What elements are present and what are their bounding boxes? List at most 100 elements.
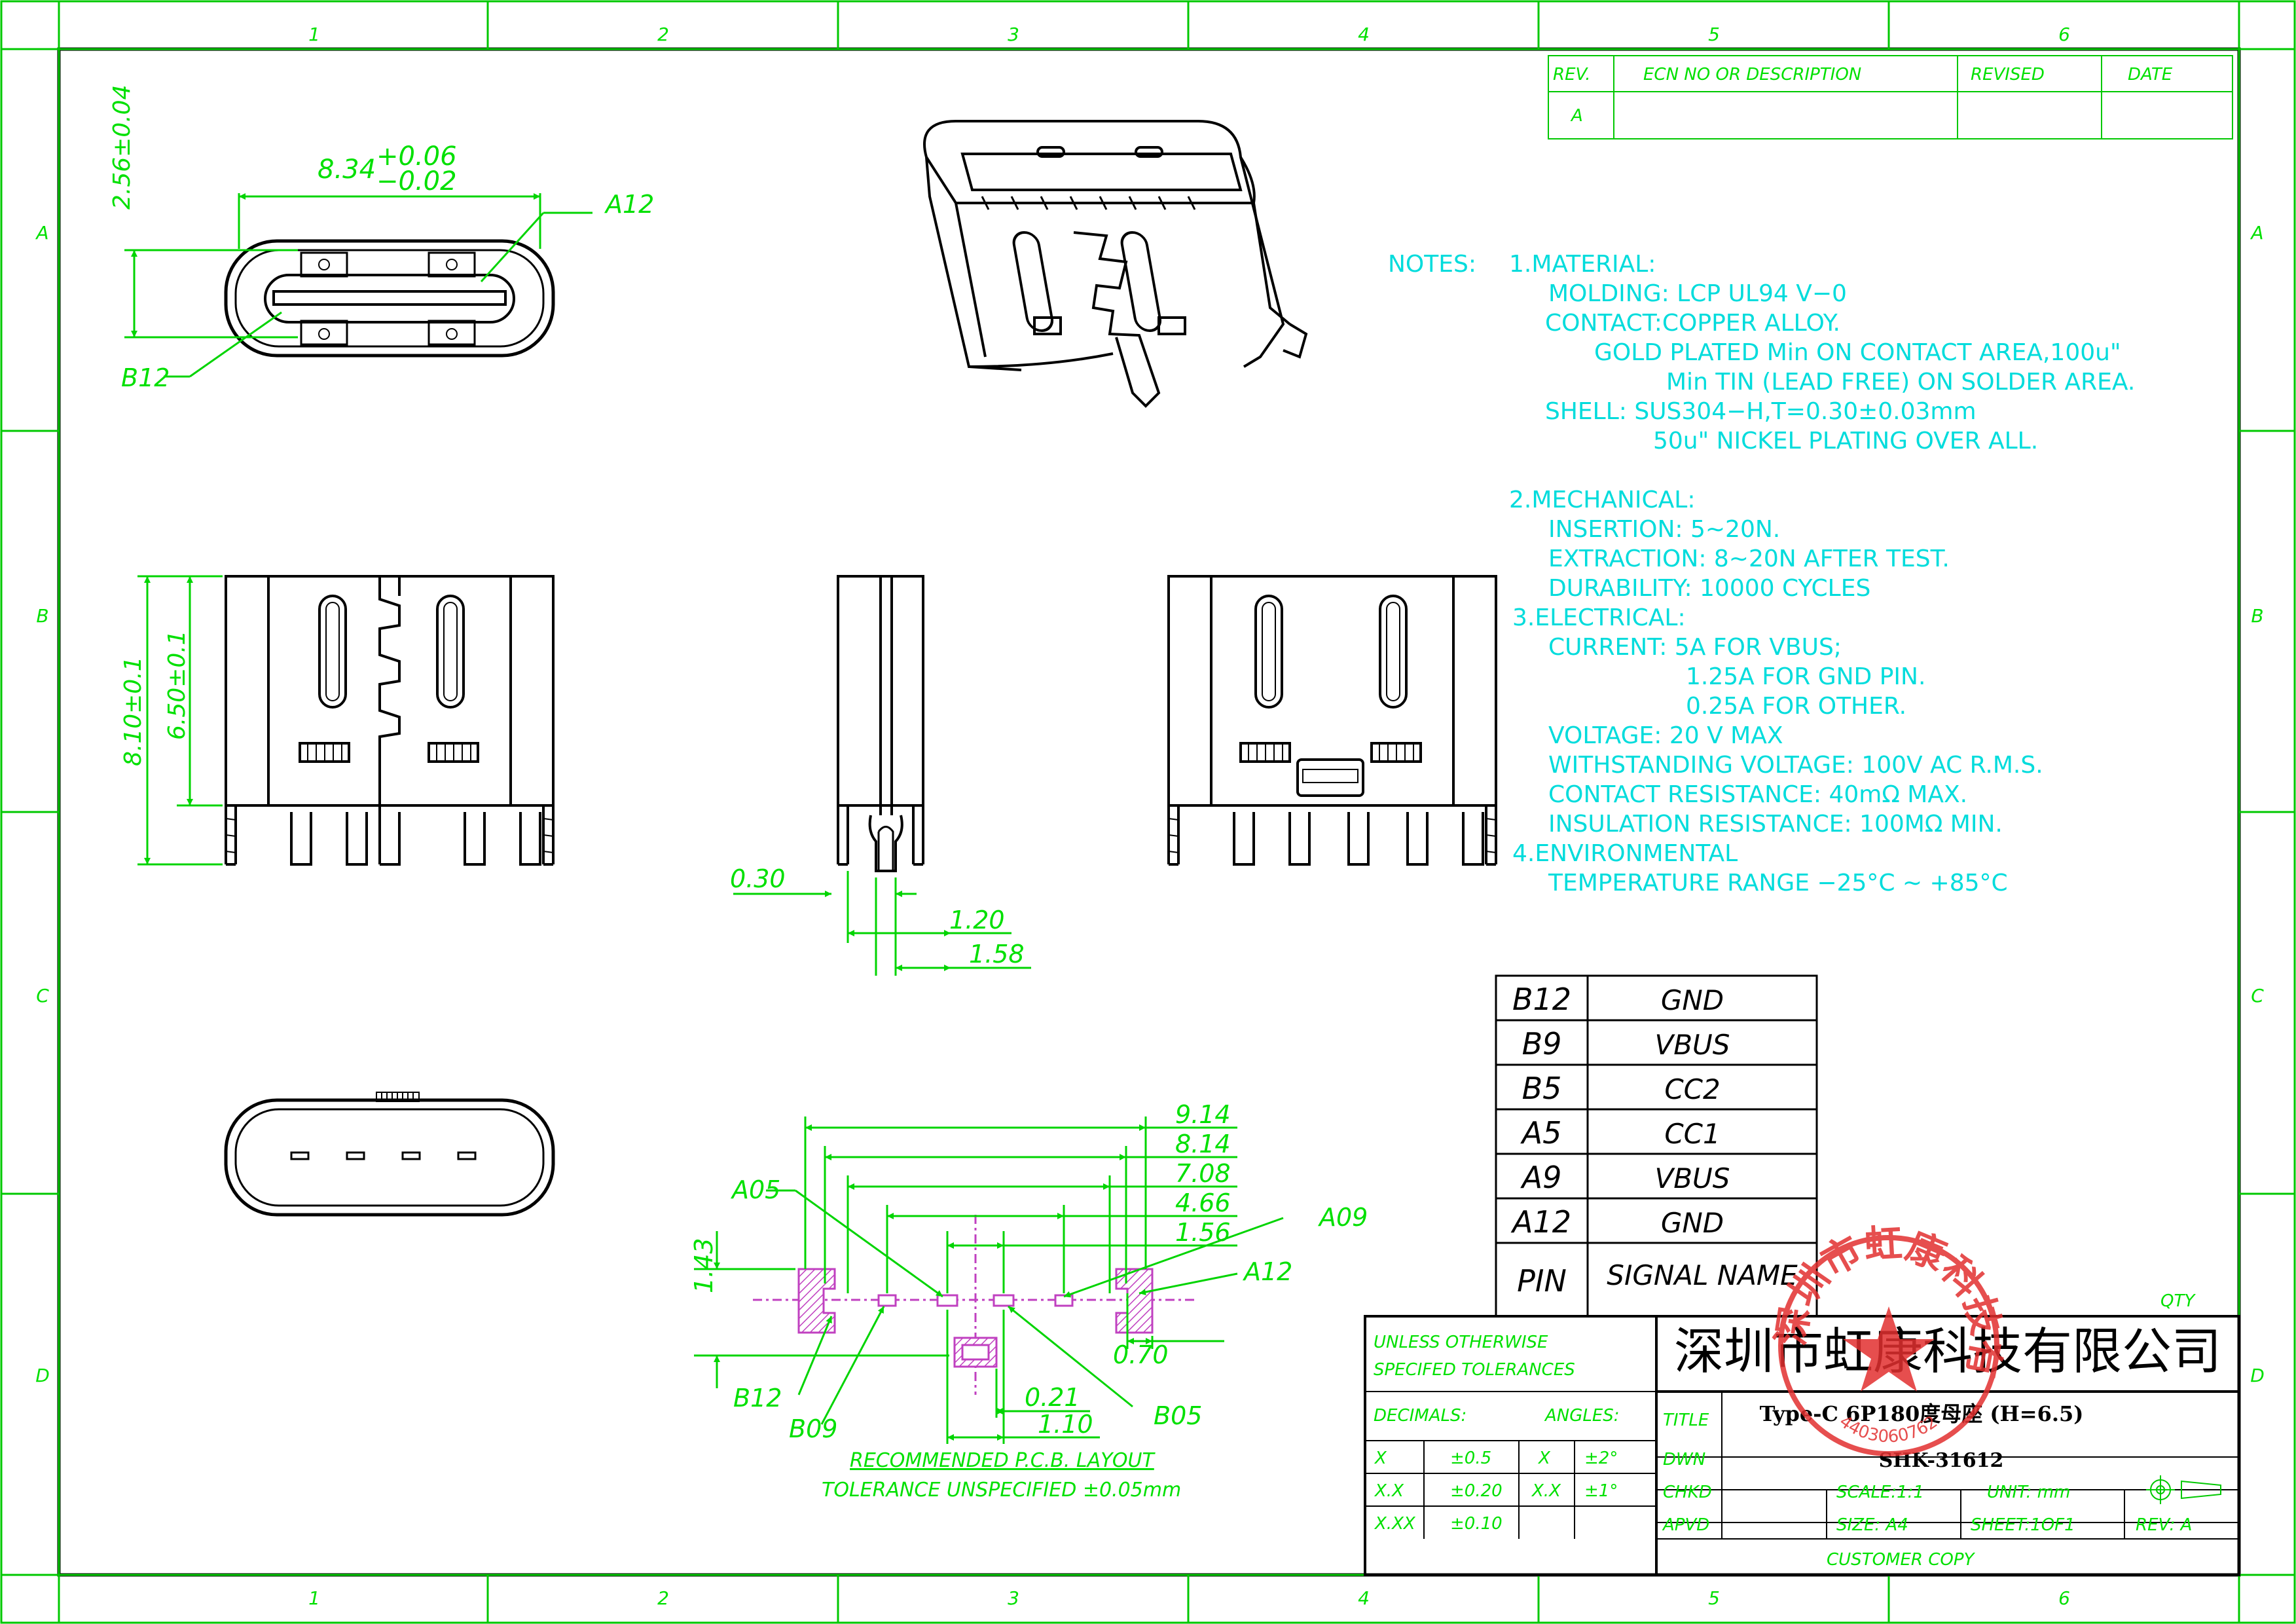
label-b09: B09 — [789, 1414, 837, 1443]
row-label-right-d: D — [2250, 1365, 2265, 1386]
note-line-7: 50u" NICKEL PLATING OVER ALL. — [1653, 428, 2038, 454]
note-line-9: INSERTION: 5∼20N. — [1548, 516, 1780, 543]
dim-height: 2.56±0.04 — [109, 85, 136, 210]
label-a09: A09 — [1317, 1203, 1368, 1232]
label-a05: A05 — [730, 1175, 780, 1204]
note-line-18: CONTACT RESISTANCE: 40mΩ MAX. — [1548, 781, 1967, 808]
col-label-top-1: 1 — [308, 24, 320, 45]
rev-header-revised: REVISED — [1971, 65, 2045, 84]
dim-708: 7.08 — [1175, 1159, 1231, 1188]
tol-angles: ANGLES: — [1544, 1406, 1620, 1426]
side-view-dims: 0.30 1.20 1.58 — [730, 864, 1031, 976]
customer-copy: CUSTOMER COPY — [1827, 1550, 1976, 1570]
note-line-15: 0.25A FOR OTHER. — [1686, 693, 1906, 720]
note-line-10: EXTRACTION: 8∼20N AFTER TEST. — [1548, 545, 1950, 572]
col-label-bottom-6: 6 — [2058, 1587, 2070, 1609]
chkd-label: CHKD — [1663, 1483, 1712, 1502]
dim-914: 9.14 — [1175, 1100, 1231, 1129]
pin-b12-label: B12 — [121, 363, 170, 392]
notes: NOTES: 1.MATERIAL: MOLDING: LCP UL94 V−0… — [1388, 251, 2135, 896]
dim-158: 1.58 — [969, 940, 1025, 969]
tol-row-3-a: X.XX — [1374, 1514, 1416, 1534]
top-view: 8.34 +0.06 −0.02 2.56±0.04 A12 B12 — [109, 85, 654, 392]
rev-header-date: DATE — [2128, 65, 2173, 84]
pin-row-6-signal: GND — [1661, 1207, 1724, 1239]
rev-header-description: ECN NO OR DESCRIPTION — [1643, 65, 1861, 84]
dim-width-tol-plus: +0.06 — [376, 141, 457, 172]
row-label-right-b: B — [2251, 605, 2263, 627]
revision-table: REV. ECN NO OR DESCRIPTION REVISED DATE … — [1548, 55, 2233, 139]
col-label-bottom-5: 5 — [1708, 1587, 1720, 1609]
rev-row-value: A — [1570, 106, 1583, 126]
pcb-layout: 9.14 8.14 7.08 4.66 1.56 1.43 0.70 — [689, 1100, 1368, 1502]
pin-row-4-pin: A5 — [1520, 1115, 1562, 1151]
note-line-3: CONTACT:COPPER ALLOY. — [1545, 310, 1840, 337]
pin-row-1-signal: GND — [1661, 984, 1724, 1016]
dim-total-height: 8.10±0.1 — [120, 656, 147, 766]
dim-120: 1.20 — [949, 906, 1005, 934]
col-label-top-3: 3 — [1008, 24, 1019, 45]
tol-row-1-c: X — [1537, 1449, 1551, 1468]
dim-width: 8.34 — [318, 155, 376, 185]
note-line-14: 1.25A FOR GND PIN. — [1686, 663, 1925, 690]
pin-row-5-signal: VBUS — [1655, 1162, 1730, 1194]
tol-row-2-b: ±0.20 — [1450, 1481, 1503, 1501]
label-b12: B12 — [733, 1384, 782, 1412]
tol-header-1: UNLESS OTHERWISE — [1374, 1333, 1548, 1352]
note-line-16: VOLTAGE: 20 V MAX — [1548, 722, 1783, 749]
col-label-bottom-2: 2 — [657, 1587, 669, 1609]
note-line-20: 4.ENVIRONMENTAL — [1512, 840, 1738, 867]
dim-110: 1.10 — [1038, 1410, 1093, 1439]
pin-row-3-signal: CC2 — [1664, 1073, 1720, 1105]
pin-row-6-pin: A12 — [1510, 1204, 1571, 1240]
pin-header-signal: SIGNAL NAME — [1607, 1259, 1798, 1291]
dim-021: 0.21 — [1025, 1383, 1080, 1412]
dim-070: 0.70 — [1113, 1340, 1169, 1369]
row-label-right-c: C — [2251, 985, 2264, 1006]
pin-row-2-pin: B9 — [1522, 1026, 1562, 1061]
col-label-bottom-4: 4 — [1358, 1587, 1370, 1609]
pcb-caption-2: TOLERANCE UNSPECIFIED ±0.05mm — [822, 1479, 1181, 1502]
pcb-caption-1: RECOMMENDED P.C.B. LAYOUT — [850, 1449, 1156, 1472]
pin-a12-label: A12 — [604, 190, 654, 219]
label-b05: B05 — [1154, 1401, 1202, 1430]
tol-row-1-a: X — [1374, 1449, 1387, 1468]
note-line-21: TEMPERATURE RANGE −25°C ∼ +85°C — [1548, 870, 2008, 896]
pin-row-1-pin: B12 — [1512, 982, 1571, 1017]
pin-header-pin: PIN — [1517, 1263, 1567, 1299]
front-view — [225, 575, 555, 866]
dim-466: 4.66 — [1175, 1189, 1231, 1217]
col-label-top-6: 6 — [2058, 24, 2070, 45]
tol-row-3-b: ±0.10 — [1450, 1514, 1503, 1534]
note-line-12: 3.ELECTRICAL: — [1512, 604, 1686, 631]
row-label-left-c: C — [36, 985, 49, 1006]
notes-header: NOTES: — [1388, 251, 1476, 278]
note-line-2: MOLDING: LCP UL94 V−0 — [1548, 280, 1847, 307]
col-label-top-4: 4 — [1358, 24, 1370, 45]
pin-row-4-signal: CC1 — [1664, 1118, 1720, 1150]
label-a12: A12 — [1242, 1257, 1292, 1286]
note-line-19: INSULATION RESISTANCE: 100MΩ MIN. — [1548, 811, 2003, 838]
tol-row-1-b: ±0.5 — [1450, 1449, 1491, 1468]
apvd-label: APVD — [1662, 1515, 1709, 1535]
dim-body-height: 6.50±0.1 — [164, 630, 191, 740]
tol-row-2-a: X.X — [1374, 1481, 1404, 1501]
row-label-left-a: A — [35, 222, 48, 244]
rev-label: REV: A — [2136, 1515, 2192, 1535]
note-line-6: SHELL: SUS304−H,T=0.30±0.03mm — [1545, 398, 1977, 425]
tol-row-2-c: X.X — [1531, 1481, 1561, 1501]
dim-030: 0.30 — [730, 864, 786, 893]
tol-decimals: DECIMALS: — [1374, 1406, 1467, 1426]
projection-symbol-icon — [2146, 1475, 2221, 1504]
note-line-11: DURABILITY: 10000 CYCLES — [1548, 575, 1870, 602]
note-line-8: 2.MECHANICAL: — [1509, 487, 1695, 513]
dim-width-tol-minus: −0.02 — [376, 166, 457, 196]
dim-156: 1.56 — [1175, 1218, 1231, 1247]
tol-row-2-d: ±1° — [1584, 1481, 1618, 1501]
pin-table: B12 B9 B5 A5 A9 A12 PIN GND VBUS CC2 CC1… — [1495, 974, 1818, 1318]
title-block: QTY UNLESS OTHERWISE SPECIFED TOLERANCES… — [1364, 1291, 2240, 1576]
scale-label: SCALE:1:1 — [1836, 1483, 1924, 1502]
side-view — [837, 575, 924, 872]
row-label-left-b: B — [36, 605, 48, 627]
